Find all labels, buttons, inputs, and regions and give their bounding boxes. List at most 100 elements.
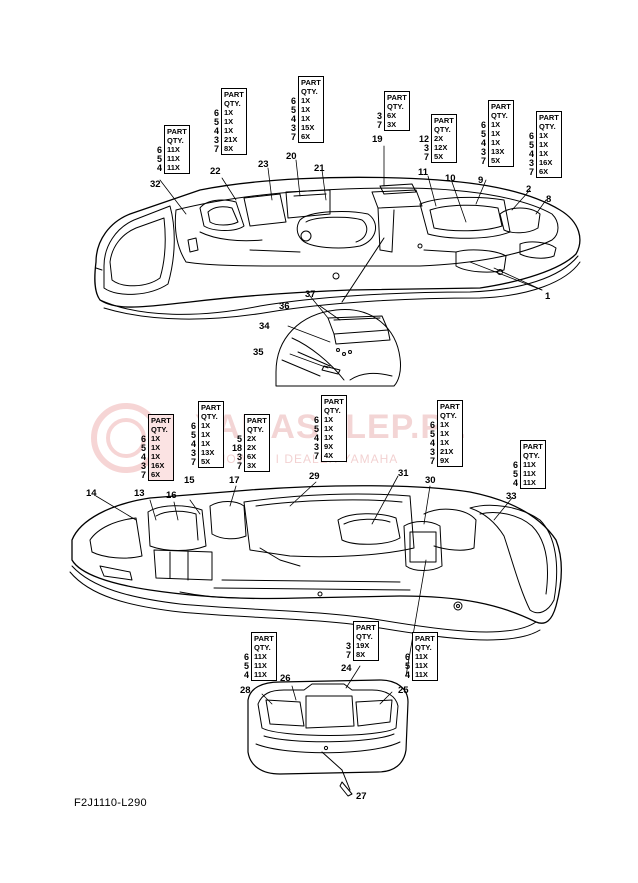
part-qty-value: 1X [224,126,234,135]
part-number: 12 [418,134,429,144]
callout-number: 28 [240,685,251,696]
part-qty-header: PART [254,634,274,643]
part-qty-value: 6X [301,132,311,141]
callout-number: 34 [259,321,270,332]
part-qty-value: 5X [491,156,501,165]
part-qty-value: 2X [434,134,444,143]
part-qty-header: QTY. [387,102,404,111]
callout-number: 15 [184,475,195,486]
callout-number: 25 [398,685,409,696]
part-qty-value: 1X [539,140,549,149]
part-qty-value: 1X [491,138,501,147]
part-qty-value: 1X [224,117,234,126]
part-number: 4 [480,138,486,148]
part-qty-value: 12X [434,143,448,152]
part-number: 4 [156,163,162,173]
part-qty-value: 15X [301,123,315,132]
part-qty-value: 11X [167,163,180,172]
part-number: 7 [213,144,219,154]
part-qty-value: 1X [201,421,211,430]
callout-number: 31 [398,468,409,479]
callout-number: 24 [341,663,352,674]
part-qty-header: PART [440,402,460,411]
part-qty-value: 3X [247,461,257,470]
part-number: 4 [243,670,249,680]
part-qty-value: 1X [324,415,334,424]
part-qty-header: PART [151,416,171,425]
part-number: 5 [213,117,219,127]
part-qty-value: 6X [247,452,257,461]
part-qty-value: 11X [254,661,267,670]
callout-number: 33 [506,491,517,502]
lower-leader-lines [95,475,513,677]
callout-number: 16 [166,490,177,501]
part-number: 3 [213,135,219,145]
callout-number: 14 [86,488,97,499]
part-qty-value: 1X [440,420,450,429]
part-number: 6 [290,96,296,106]
callout-number: 22 [210,166,221,177]
part-qty-header: PART [201,403,221,412]
part-qty-value: 1X [151,434,161,443]
callout-number: 1 [545,291,551,302]
part-qty-value: 1X [201,439,211,448]
part-number: 5 [313,424,319,434]
part-number: 6 [512,460,518,470]
part-qty-value: 11X [167,154,180,163]
part-qty-header: PART [415,634,435,643]
part-number: 3 [190,448,196,458]
upper-deck-drawing [94,176,581,320]
part-qty-value: 4X [324,451,334,460]
callout-number: 8 [546,194,552,205]
callout-number: 9 [478,175,484,186]
part-qty-header: QTY. [324,406,341,415]
part-qty-header: PART [324,397,344,406]
callout-number: 32 [150,179,161,190]
storage-bin-leaders [261,665,393,705]
part-qty-value: 11X [415,670,428,679]
part-qty-header: PART [523,442,543,451]
part-qty-value: 1X [539,131,549,140]
part-number: 6 [528,131,534,141]
part-qty-value: 21X [440,447,454,456]
part-qty-value: 2X [247,434,257,443]
part-qty-header: PART [387,93,407,102]
part-qty-value: 16X [539,158,553,167]
part-qty-value: 1X [440,429,450,438]
part-qty-header: PART [356,623,376,632]
part-number: 7 [345,650,351,660]
part-qty-value: 6X [387,111,397,120]
part-number: 4 [528,149,534,159]
part-number: 3 [345,641,351,651]
part-number: 3 [236,452,242,462]
part-number: 7 [190,457,196,467]
part-number: 5 [429,429,435,439]
part-qty-value: 1X [301,96,311,105]
part-number: 6 [429,420,435,430]
part-number: 6 [213,108,219,118]
part-qty-header: QTY. [301,87,318,96]
callout-number: 36 [279,301,290,312]
part-number: 5 [512,469,518,479]
part-qty-value: 9X [440,456,450,465]
callout-number: 37 [305,289,316,300]
drawing-code: F2J1110-L290 [74,797,147,809]
part-number: 7 [313,451,319,461]
part-qty-value: 16X [151,461,165,470]
part-number: 4 [313,433,319,443]
